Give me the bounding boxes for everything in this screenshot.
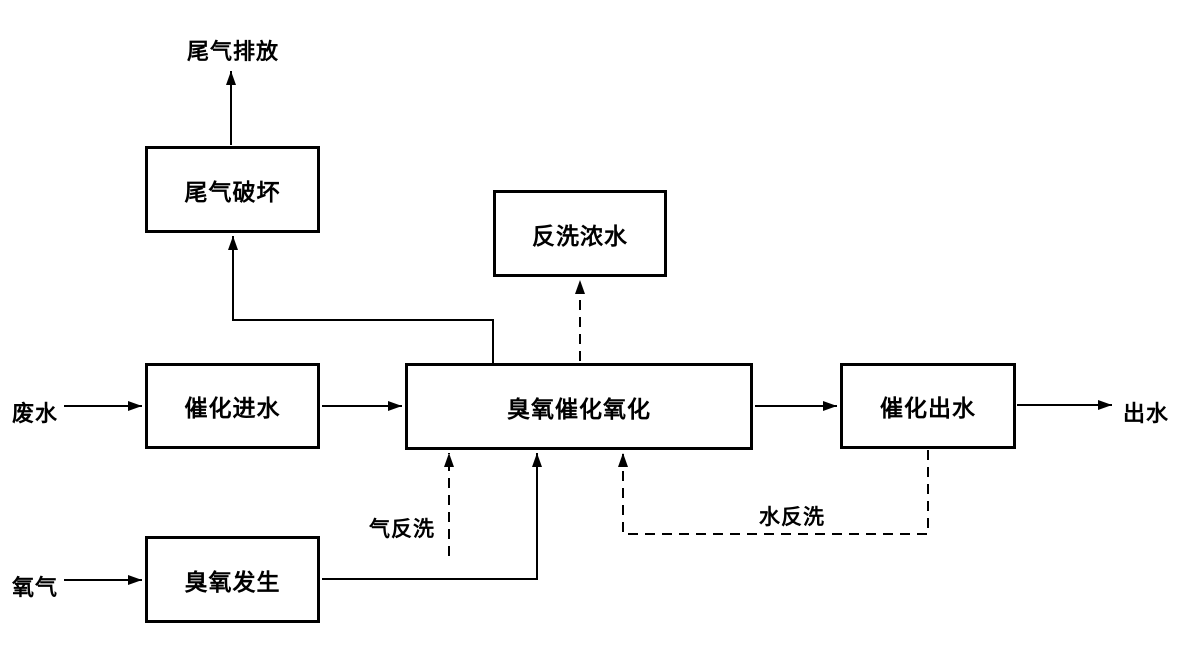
edge-oxidation-to-tail-gas-destruction — [228, 236, 494, 363]
label-wastewater-in: 废水 — [12, 402, 59, 427]
label-water-out: 出水 — [1123, 402, 1170, 427]
edge-ozone-generation-to-oxidation — [322, 453, 542, 580]
node-ozone-catalytic-oxidation: 臭氧催化氧化 — [405, 363, 753, 450]
label-water-backwash: 水反洗 — [759, 505, 825, 529]
label-gas-backwash: 气反洗 — [369, 517, 435, 541]
node-ozone-generation: 臭氧发生 — [145, 536, 320, 623]
node-ozone-generation-label: 臭氧发生 — [184, 569, 281, 596]
node-catalytic-effluent-label: 催化出水 — [880, 396, 976, 422]
node-tail-gas-destruction: 尾气破坏 — [145, 146, 320, 233]
label-oxygen-in: 氧气 — [12, 576, 59, 601]
node-catalytic-effluent: 催化出水 — [840, 363, 1016, 449]
label-tail-gas-emission: 尾气排放 — [187, 40, 280, 65]
node-backwash-concentrate-label: 反洗浓水 — [532, 223, 628, 250]
edge-water-backwash-effluent-to-oxidation — [618, 450, 929, 535]
node-catalytic-influent-label: 催化进水 — [184, 396, 281, 422]
node-tail-gas-destruction-label: 尾气破坏 — [184, 179, 281, 206]
node-backwash-concentrate: 反洗浓水 — [493, 190, 667, 277]
node-catalytic-influent: 催化进水 — [145, 363, 320, 449]
node-ozone-catalytic-oxidation-label: 臭氧催化氧化 — [507, 396, 651, 423]
